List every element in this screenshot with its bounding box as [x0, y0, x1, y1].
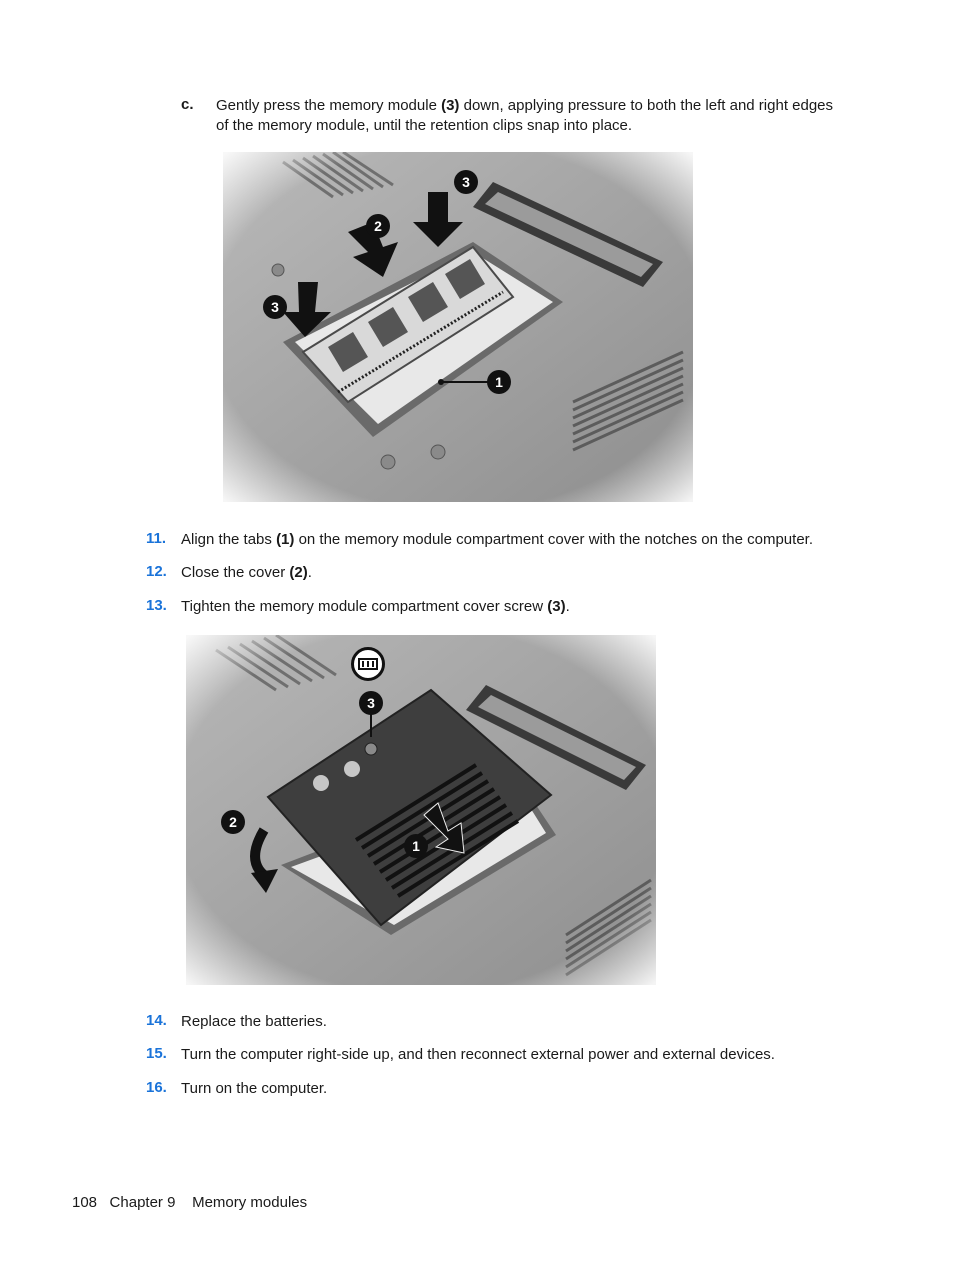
substep-letter: c. — [181, 96, 194, 113]
step-text-part: on the memory module compartment cover w… — [294, 531, 813, 548]
figure-memory-module-insert: 1 2 3 3 — [223, 150, 693, 502]
substep-ref: (3) — [441, 97, 460, 114]
callout-label: 3 — [462, 174, 470, 190]
step-number: 14. — [146, 1012, 167, 1029]
callout-1: 1 — [404, 834, 428, 858]
callout-label: 1 — [495, 374, 503, 390]
figure-1-illustration — [223, 150, 693, 502]
page-number: 108 — [72, 1194, 98, 1211]
figure-compartment-cover: 3 2 1 — [186, 633, 656, 985]
callout-2: 2 — [221, 810, 245, 834]
step-text-part: . — [307, 564, 312, 581]
step-text-part: Close the cover — [181, 564, 290, 581]
step-ref: (1) — [276, 531, 295, 548]
callout-label: 2 — [374, 218, 382, 234]
step-number: 11. — [146, 530, 167, 547]
step-text: Replace the batteries. — [181, 1013, 327, 1030]
step-number: 13. — [146, 597, 167, 614]
memory-module-icon — [351, 647, 385, 681]
callout-3-top: 3 — [454, 170, 478, 194]
step-ref: (2) — [289, 564, 308, 581]
step-text: Align the tabs (1) on the memory module … — [181, 530, 906, 550]
step-text: Close the cover (2). — [181, 563, 906, 583]
step-ref: (3) — [547, 598, 566, 615]
figure-2-illustration — [186, 633, 656, 985]
chapter-title: Memory modules — [192, 1194, 308, 1211]
memory-chip-icon — [358, 658, 378, 670]
step-text: Turn the computer right-side up, and the… — [181, 1046, 775, 1063]
callout-3: 3 — [359, 691, 383, 715]
chapter-label: Chapter 9 — [109, 1194, 176, 1211]
callout-label: 3 — [367, 695, 375, 711]
page-footer: 108 Chapter 9 Memory modules — [72, 1194, 307, 1211]
callout-1: 1 — [487, 370, 511, 394]
callout-2: 2 — [366, 214, 390, 238]
substep-text-line2: of the memory module, until the retentio… — [216, 117, 633, 134]
step-text-part: . — [565, 598, 570, 615]
substep-text: Gently press the memory module (3) down,… — [216, 96, 886, 136]
callout-label: 1 — [412, 838, 420, 854]
step-number: 16. — [146, 1079, 167, 1096]
step-number: 12. — [146, 563, 167, 580]
callout-3-left: 3 — [263, 295, 287, 319]
step-text-part: Tighten the memory module compartment co… — [181, 598, 548, 615]
step-number: 15. — [146, 1045, 167, 1062]
substep-text-part: down, applying pressure to both the left… — [459, 97, 834, 114]
step-text-part: Align the tabs — [181, 531, 277, 548]
substep-text-part: Gently press the memory module — [216, 97, 442, 114]
step-text: Tighten the memory module compartment co… — [181, 597, 906, 617]
step-text: Turn on the computer. — [181, 1080, 328, 1097]
callout-label: 2 — [229, 814, 237, 830]
callout-label: 3 — [271, 299, 279, 315]
